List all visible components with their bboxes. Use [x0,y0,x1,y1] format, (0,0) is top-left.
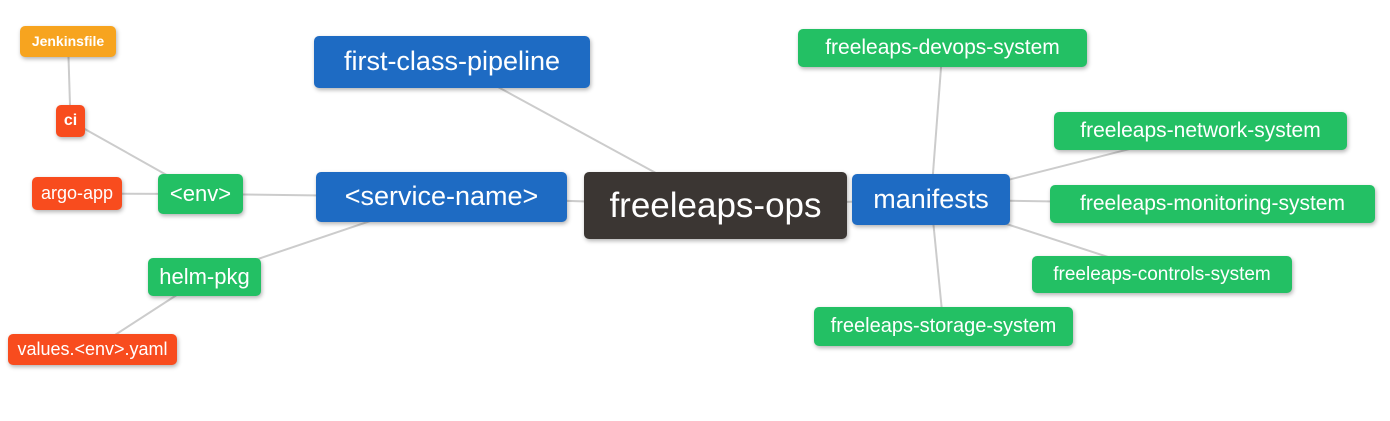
node-label: <service-name> [344,181,539,211]
node-label: freeleaps-monitoring-system [1080,192,1345,215]
node-label: helm-pkg [159,263,250,289]
node-label: freeleaps-network-system [1080,119,1321,142]
node-network-system[interactable]: freeleaps-network-system [1054,112,1347,150]
node-values-env-yaml[interactable]: values.<env>.yaml [8,334,177,365]
node-label: first-class-pipeline [343,46,561,76]
node-ci[interactable]: ci [56,105,85,137]
node-service-name[interactable]: <service-name> [316,172,567,222]
node-storage-system[interactable]: freeleaps-storage-system [814,307,1073,346]
node-label: Jenkinsfile [31,33,105,49]
node-label: freeleaps-ops [609,185,822,225]
node-label: freeleaps-storage-system [830,315,1057,337]
node-label: freeleaps-devops-system [825,36,1060,59]
node-argo-app[interactable]: argo-app [32,177,122,210]
node-manifests[interactable]: manifests [852,174,1010,225]
node-label: freeleaps-controls-system [1053,263,1271,285]
node-env[interactable]: <env> [158,174,243,214]
node-label: argo-app [40,183,114,203]
node-freeleaps-ops[interactable]: freeleaps-ops [584,172,847,239]
node-first-class-pipeline[interactable]: first-class-pipeline [314,36,590,88]
node-helm-pkg[interactable]: helm-pkg [148,258,261,296]
node-controls-system[interactable]: freeleaps-controls-system [1032,256,1292,293]
node-devops-system[interactable]: freeleaps-devops-system [798,29,1087,67]
node-label: ci [63,111,78,129]
node-label: manifests [873,183,989,214]
node-label: <env> [169,180,232,206]
node-label: values.<env>.yaml [17,339,168,359]
node-jenkinsfile[interactable]: Jenkinsfile [20,26,116,57]
node-monitoring-system[interactable]: freeleaps-monitoring-system [1050,185,1375,223]
